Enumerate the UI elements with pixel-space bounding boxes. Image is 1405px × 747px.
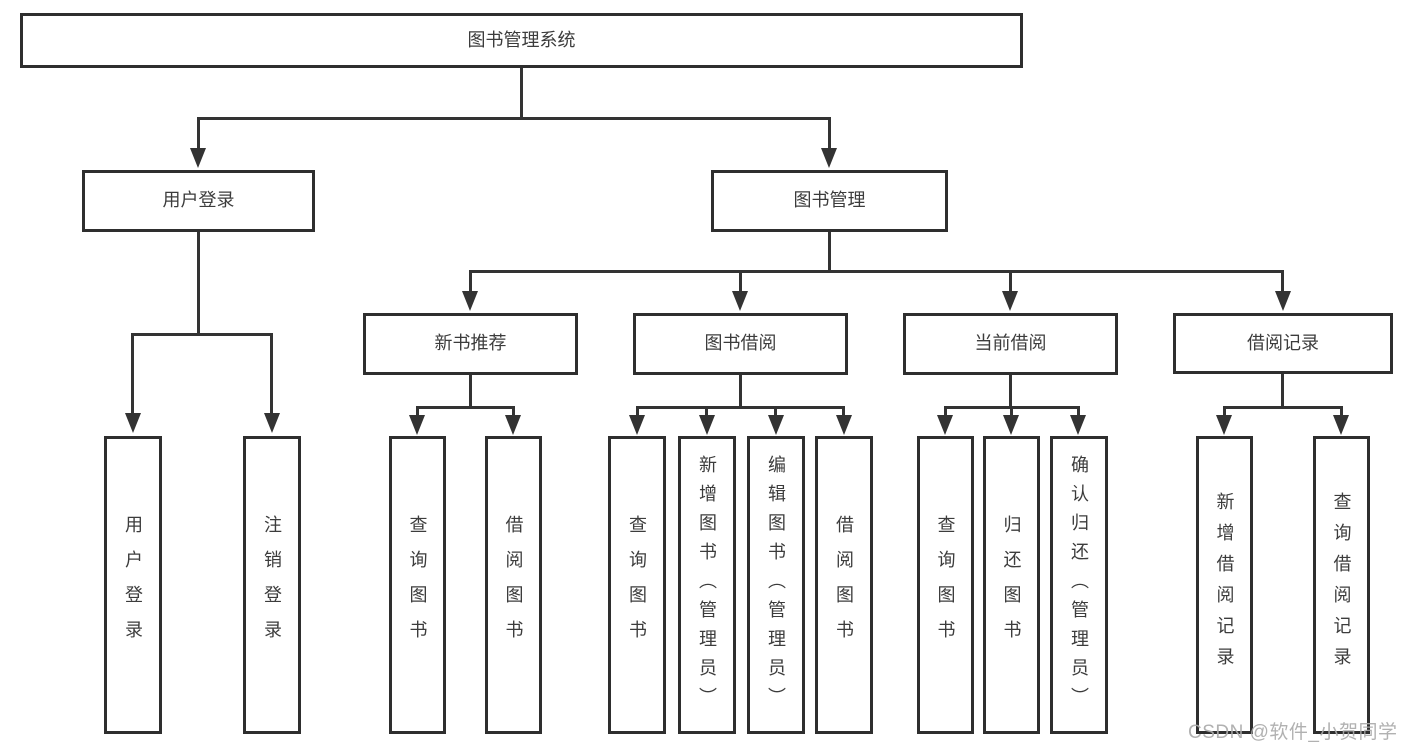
arrowhead-current-borrow	[1002, 291, 1018, 311]
node-new-book-recommend: 新书推荐	[363, 313, 578, 375]
connector-user-login-bar	[131, 333, 273, 336]
arrowhead-query-book-3	[937, 415, 953, 435]
arrowhead-book-mgmt	[821, 148, 837, 168]
arrowhead-user-login	[190, 148, 206, 168]
node-borrow-records: 借阅记录	[1173, 313, 1393, 374]
node-new-book-recommend-label: 新书推荐	[434, 333, 507, 354]
connector-drop-confirm-return	[1077, 406, 1080, 417]
leaf-return-book: 归还图书	[983, 436, 1040, 734]
connector-root-stem	[520, 68, 523, 120]
leaf-logout: 注销登录	[243, 436, 301, 734]
arrowhead-borrow-records	[1275, 291, 1291, 311]
connector-drop-borrow-book-1	[512, 406, 515, 417]
leaf-query-borrow-record-label: 查询借阅记录	[1331, 492, 1352, 678]
leaf-query-book-3: 查询图书	[917, 436, 974, 734]
connector-user-login-stem	[197, 232, 200, 336]
node-borrow-records-label: 借阅记录	[1247, 332, 1319, 353]
connector-drop-add-book	[705, 406, 708, 417]
leaf-borrow-book-1: 借阅图书	[485, 436, 542, 734]
connector-drop-new-book-rec	[469, 270, 472, 293]
leaf-borrow-book-2-label: 借阅图书	[834, 515, 854, 655]
arrowhead-new-book-rec	[462, 291, 478, 311]
connector-new-book-rec-stem	[469, 375, 472, 408]
node-book-borrow-label: 图书借阅	[704, 333, 777, 354]
arrowhead-query-book-1	[409, 415, 425, 435]
leaf-user-login-label: 用户登录	[123, 515, 143, 655]
connector-drop-current-borrow	[1009, 270, 1012, 293]
leaf-borrow-book-1-label: 借阅图书	[503, 515, 524, 655]
leaf-user-login: 用户登录	[104, 436, 162, 734]
leaf-query-book-3-label: 查询图书	[935, 515, 956, 655]
connector-book-borrow-bar	[636, 406, 844, 409]
connector-book-mgmt-stem	[828, 232, 831, 273]
connector-drop-edit-book	[774, 406, 777, 417]
leaf-edit-book-admin-label: 编辑图书（管理员）	[766, 454, 786, 716]
leaf-add-borrow-record-label: 新增借阅记录	[1214, 492, 1235, 678]
leaf-query-book-1-label: 查询图书	[407, 515, 428, 655]
arrowhead-confirm-return	[1070, 415, 1086, 435]
connector-drop-borrow-book-2	[842, 406, 845, 417]
node-book-management-label: 图书管理	[793, 190, 866, 211]
arrowhead-return-book	[1003, 415, 1019, 435]
connector-book-borrow-stem	[739, 375, 742, 408]
connector-drop-query-book-1	[416, 406, 419, 417]
leaf-confirm-return-admin: 确认归还（管理员）	[1050, 436, 1108, 734]
leaf-query-book-1: 查询图书	[389, 436, 446, 734]
leaf-logout-label: 注销登录	[262, 515, 282, 655]
arrowhead-edit-book	[768, 415, 784, 435]
leaf-query-book-2: 查询图书	[608, 436, 666, 734]
node-user-login-label: 用户登录	[162, 190, 235, 211]
connector-root-bar	[197, 117, 831, 120]
arrowhead-query-record	[1333, 415, 1349, 435]
node-root-label: 图书管理系统	[467, 29, 576, 50]
connector-drop-query-book-3	[944, 406, 947, 417]
connector-borrow-records-bar	[1223, 406, 1342, 409]
connector-drop-leaf-logout	[270, 333, 273, 415]
arrowhead-add-book	[699, 415, 715, 435]
watermark: CSDN @软件_小贺同学	[1188, 722, 1398, 743]
connector-drop-add-record	[1223, 406, 1226, 417]
connector-drop-book-borrow	[739, 270, 742, 293]
connector-new-book-rec-bar	[416, 406, 515, 409]
connector-drop-query-record	[1340, 406, 1343, 417]
node-current-borrow-label: 当前借阅	[974, 333, 1047, 354]
node-current-borrow: 当前借阅	[903, 313, 1118, 375]
arrowhead-add-record	[1216, 415, 1232, 435]
connector-book-mgmt-bar	[469, 270, 1283, 273]
leaf-add-book-admin-label: 新增图书（管理员）	[697, 454, 717, 716]
node-user-login: 用户登录	[82, 170, 315, 232]
connector-drop-leaf-user-login	[131, 333, 134, 415]
leaf-return-book-label: 归还图书	[1001, 515, 1022, 655]
node-root: 图书管理系统	[20, 13, 1023, 68]
leaf-edit-book-admin: 编辑图书（管理员）	[747, 436, 805, 734]
leaf-query-borrow-record: 查询借阅记录	[1313, 436, 1370, 734]
arrowhead-query-book-2	[629, 415, 645, 435]
leaf-add-book-admin: 新增图书（管理员）	[678, 436, 736, 734]
connector-drop-book-mgmt	[828, 117, 831, 150]
arrowhead-borrow-book-1	[505, 415, 521, 435]
connector-drop-borrow-records	[1281, 270, 1284, 293]
connector-borrow-records-stem	[1281, 374, 1284, 408]
leaf-borrow-book-2: 借阅图书	[815, 436, 873, 734]
node-book-borrow: 图书借阅	[633, 313, 848, 375]
leaf-query-book-2-label: 查询图书	[627, 515, 647, 655]
connector-drop-query-book-2	[636, 406, 639, 417]
connector-drop-return-book	[1010, 406, 1013, 417]
connector-current-borrow-stem	[1009, 375, 1012, 408]
arrowhead-leaf-user-login	[125, 413, 141, 433]
leaf-add-borrow-record: 新增借阅记录	[1196, 436, 1253, 734]
leaf-confirm-return-admin-label: 确认归还（管理员）	[1069, 454, 1089, 716]
arrowhead-borrow-book-2	[836, 415, 852, 435]
node-book-management: 图书管理	[711, 170, 948, 232]
arrowhead-leaf-logout	[264, 413, 280, 433]
connector-drop-user-login	[197, 117, 200, 150]
arrowhead-book-borrow	[732, 291, 748, 311]
